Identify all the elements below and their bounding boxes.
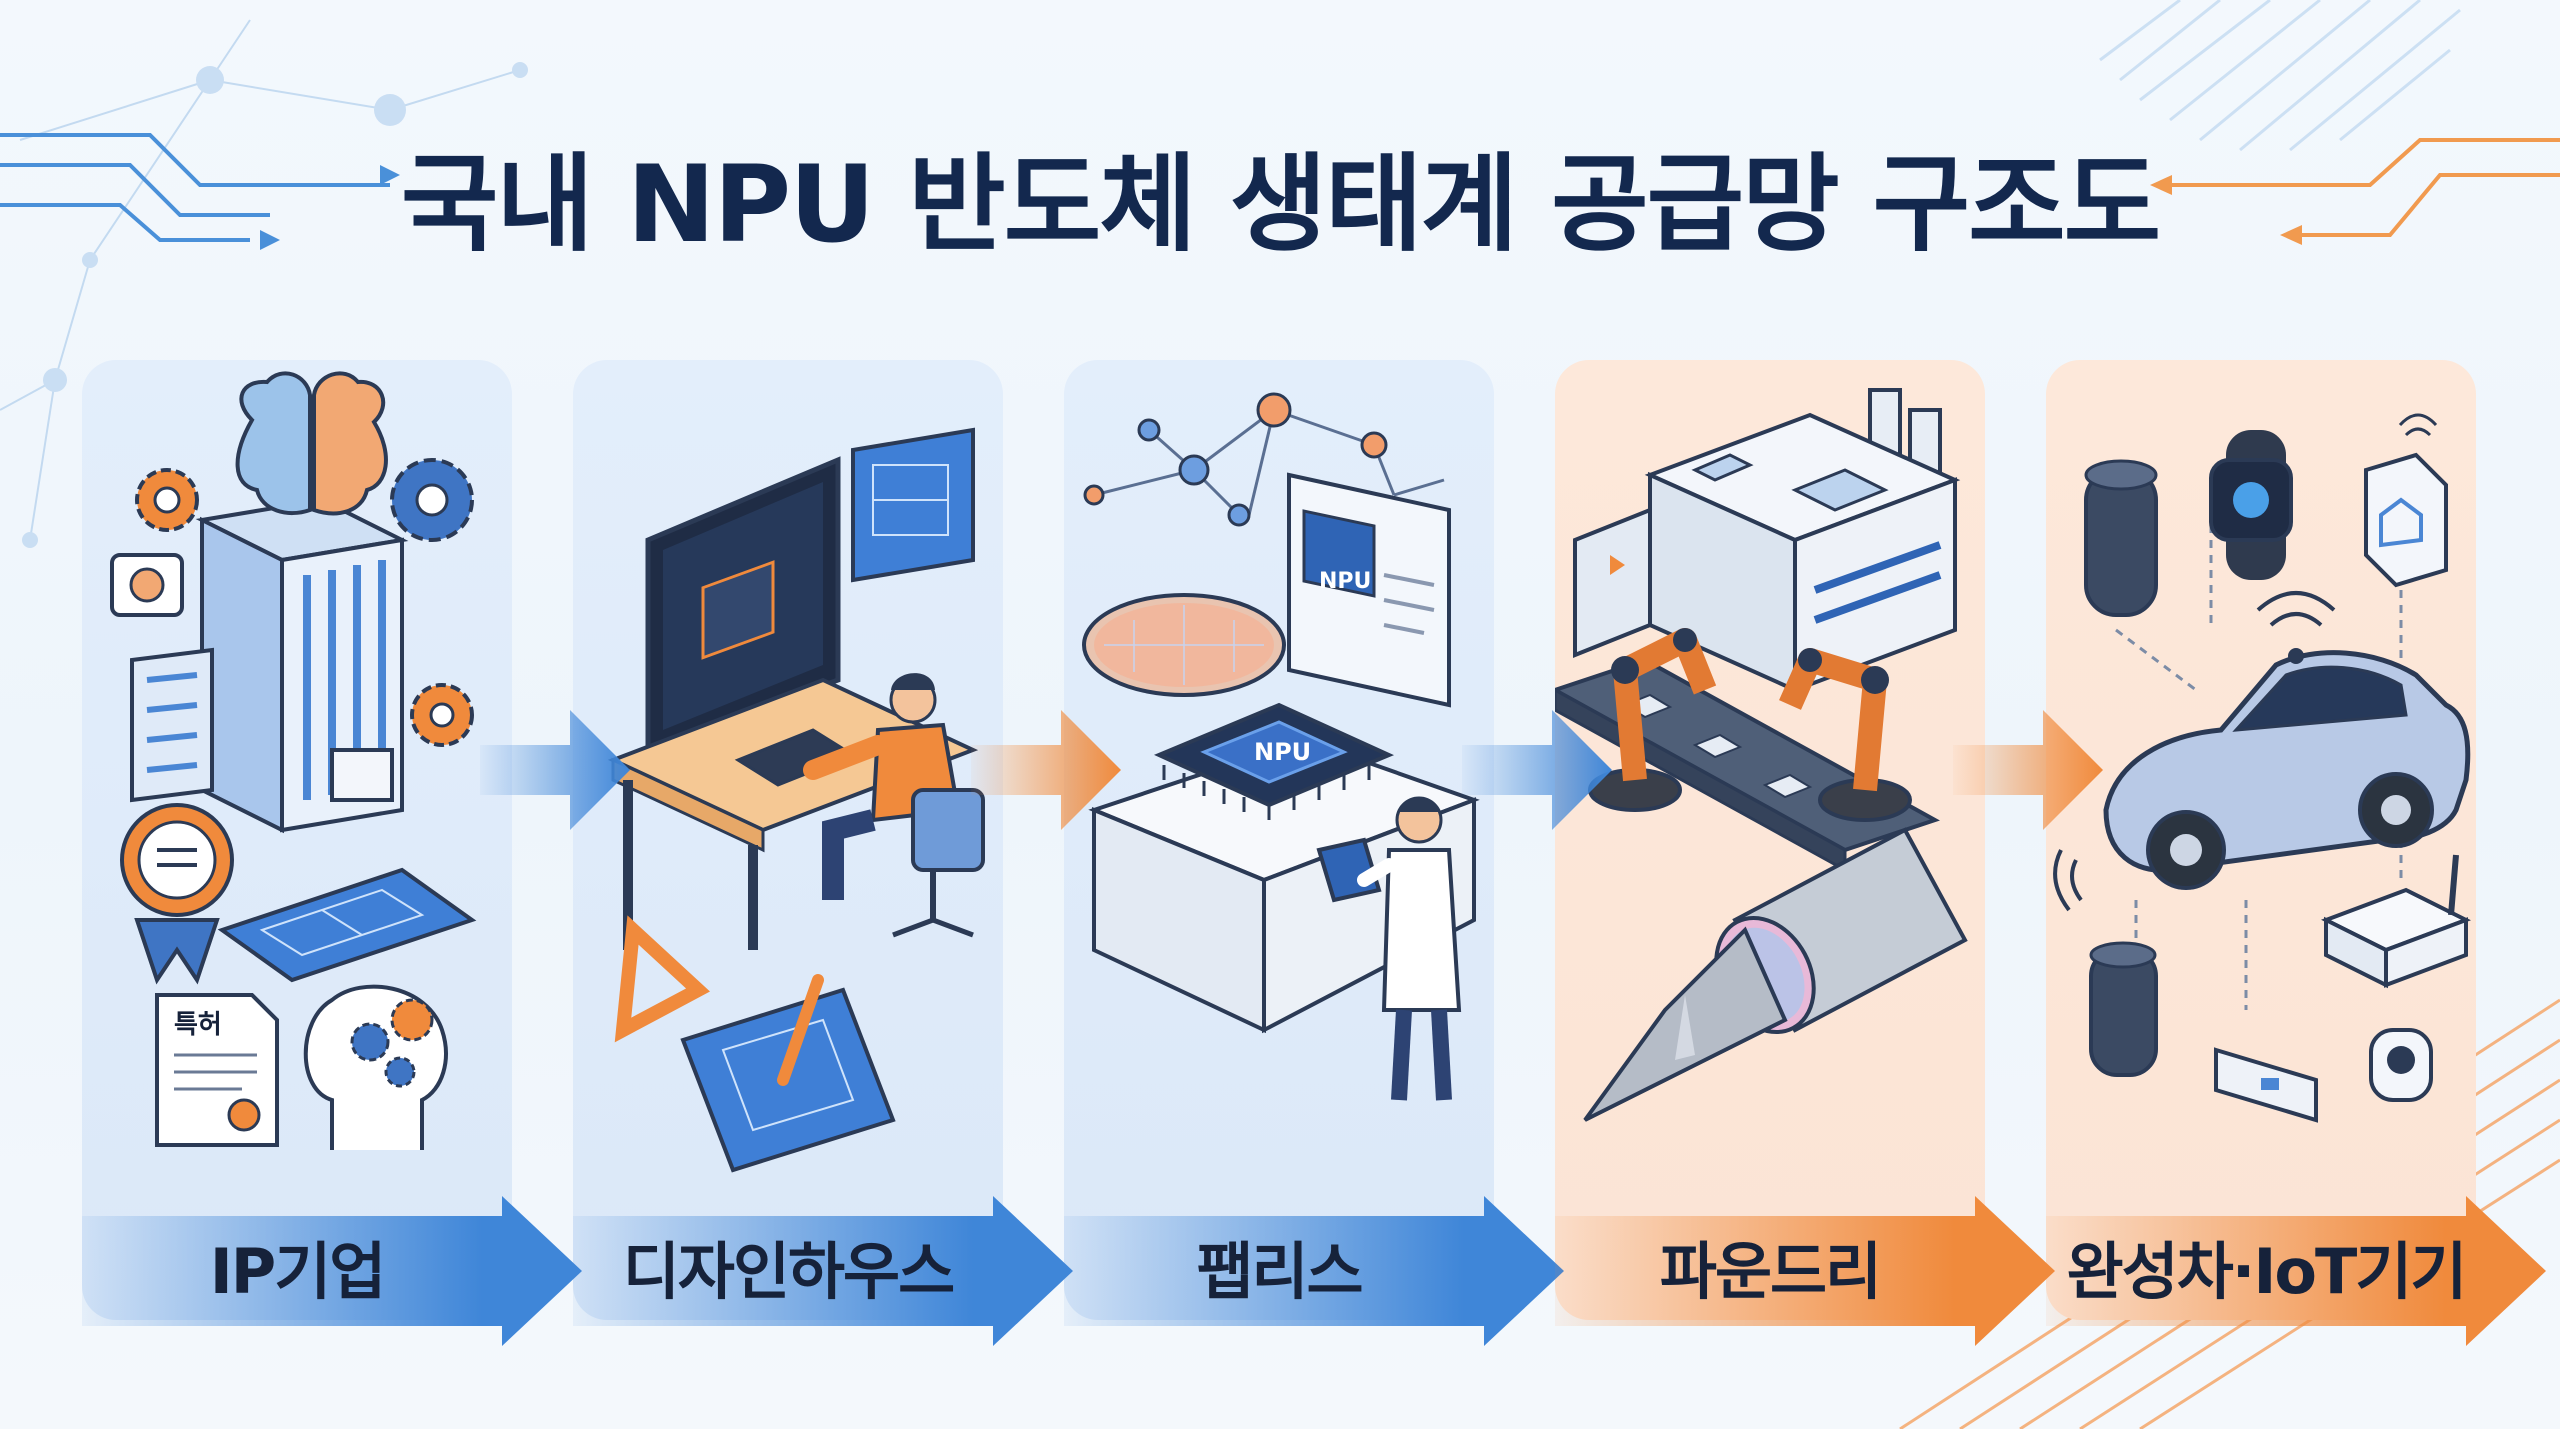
flow-arrow-2 xyxy=(971,710,1121,830)
label-arrow-design-house xyxy=(573,1196,1073,1346)
design-house-illustration xyxy=(607,427,985,1173)
stage-label-foundry: 파운드리 xyxy=(1659,1235,1882,1308)
engineer-at-desk-icon xyxy=(803,673,985,938)
stage-label-ip: IP기업 xyxy=(209,1235,387,1308)
stage-panel-fabless: NPU NPU xyxy=(1064,360,1494,1320)
label-arrow-ip xyxy=(82,1196,582,1346)
devices-illustration xyxy=(2053,413,2471,1123)
patent-document-icon: 특허 xyxy=(155,993,279,1147)
car-icon xyxy=(2053,591,2471,912)
office-building-icon xyxy=(130,497,409,834)
sensor-icon xyxy=(2214,1047,2318,1123)
network-nodes-icon xyxy=(1083,392,1445,527)
flow-arrow-4 xyxy=(1953,710,2103,830)
stage-panel-ip: 특허 xyxy=(82,360,512,1320)
smartwatch-icon xyxy=(2209,430,2293,580)
stage-panel-devices xyxy=(2046,360,2476,1320)
computer-monitor-icon xyxy=(645,456,841,783)
brain-icon xyxy=(235,371,388,516)
npu-chip-small-label: NPU xyxy=(1319,569,1371,594)
page-title: 국내 NPU 반도체 생태계 공급망 구조도 xyxy=(400,143,2161,266)
gear-icon xyxy=(135,458,474,747)
patent-label: 특허 xyxy=(174,1010,222,1040)
router-icon xyxy=(2321,854,2471,989)
head-gears-icon xyxy=(303,984,448,1150)
stage-panel-foundry xyxy=(1555,360,1985,1320)
stage-panel-design-house xyxy=(573,360,1003,1320)
npu-window: NPU xyxy=(1287,472,1451,708)
stage-label-devices: 완성차·IoT기기 xyxy=(2066,1235,2468,1308)
flow-arrow-3 xyxy=(1462,710,1612,830)
award-badge-icon xyxy=(120,803,234,985)
blueprint-pencil-icon xyxy=(680,974,896,1173)
stage-label-fabless: 팹리스 xyxy=(1196,1235,1363,1308)
factory-icon xyxy=(1573,388,1961,694)
foundry-illustration xyxy=(1555,388,1968,1122)
npu-chip-icon: NPU xyxy=(1153,702,1395,820)
stage-label-design-house: 디자인하우스 xyxy=(622,1235,955,1308)
smart-home-icon xyxy=(2364,413,2448,588)
blueprint-window-icon xyxy=(851,427,975,583)
flow-arrow-1 xyxy=(480,710,630,830)
camera-icon xyxy=(2369,1028,2433,1102)
label-arrow-foundry xyxy=(1555,1196,2055,1346)
silicon-ingot-icon xyxy=(1583,827,1968,1122)
npu-chip-big-label: NPU xyxy=(1254,738,1311,766)
scientist-tablet-icon xyxy=(1316,796,1462,1101)
blueprint-icon xyxy=(217,867,477,983)
smart-speaker-icon xyxy=(2084,459,2158,1077)
robot-arm-icon xyxy=(1588,628,1912,822)
triangle-ruler-icon xyxy=(614,915,710,1043)
label-arrow-devices xyxy=(2046,1196,2546,1346)
label-arrow-fabless xyxy=(1064,1196,1564,1346)
fabless-illustration: NPU NPU xyxy=(1082,392,1480,1101)
ip-illustration: 특허 xyxy=(110,371,477,1150)
wafer-icon xyxy=(1082,593,1286,697)
